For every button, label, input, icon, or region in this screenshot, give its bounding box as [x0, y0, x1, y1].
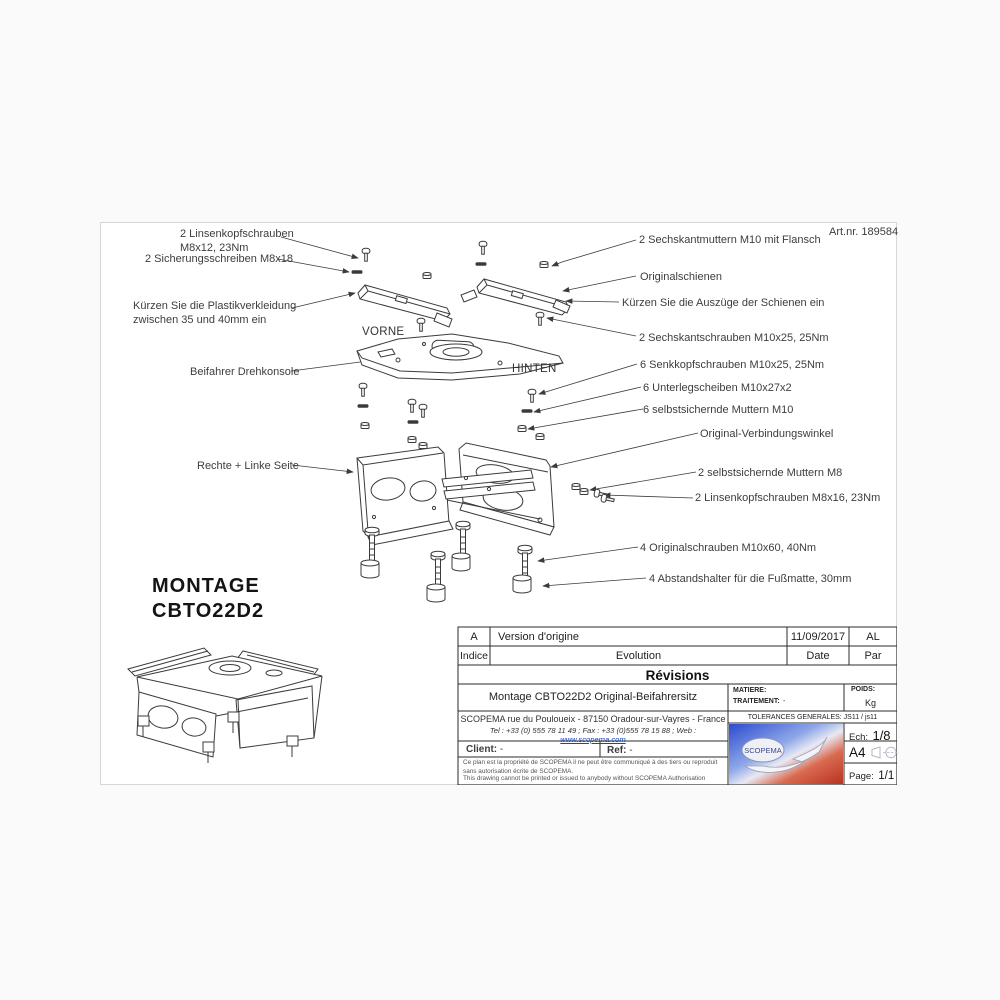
matiere-label: MATIERE: — [733, 687, 767, 694]
callout-sechskantschrauben-m10x25: 2 Sechskantschrauben M10x25, 25Nm — [639, 332, 829, 344]
document-title: Montage CBTO22D2 Original-Beifahrersitz — [488, 691, 698, 703]
callout-beifahrer-drehkonsole: Beifahrer Drehkonsole — [190, 366, 300, 378]
revision-header-date: Date — [806, 650, 830, 662]
rail-left — [357, 284, 453, 328]
client-label: Client: — [466, 744, 498, 755]
client-field: Client: - — [466, 744, 503, 755]
callout-linsenkopfschrauben-m8x12: 2 Linsenkopfschrauben M8x12, 23Nm — [180, 228, 294, 255]
callout-auszuege-kuerzen: Kürzen Sie die Auszüge der Schienen ein — [622, 297, 825, 309]
montage-title: MONTAGE CBTO22D2 — [152, 575, 265, 622]
company-contact: Tel : +33 (0) 555 78 11 49 ; Fax : +33 (… — [458, 726, 728, 744]
page-value: 1/1 — [878, 770, 895, 782]
page-field: Page: 1/1 — [849, 766, 894, 784]
poids-value: Kg — [864, 698, 876, 708]
callout-originalschrauben-m10x60: 4 Originalschrauben M10x60, 40Nm — [640, 542, 817, 554]
disclaimer-en: This drawing cannot be printed or issued… — [463, 775, 706, 782]
callout-originalschienen: Originalschienen — [640, 271, 722, 283]
label-hinten: HINTEN — [512, 363, 557, 375]
swivel-plate — [356, 333, 564, 381]
poids-label: POIDS: — [851, 686, 876, 693]
titleblock-grid — [457, 626, 897, 785]
revision-indice-value: A — [470, 631, 478, 643]
logo-text: SCOPEMA — [744, 746, 782, 755]
scopema-logo: SCOPEMA — [729, 724, 843, 784]
ref-value: - — [629, 745, 633, 756]
scale-label: Ech: — [849, 732, 869, 743]
scale-field: Ech: 1/8 — [849, 727, 891, 745]
traitement-label: TRAITEMENT: — [733, 698, 780, 705]
format-field: A4 — [849, 745, 900, 760]
callout-sechskantmuttern-m10: 2 Sechskantmuttern M10 mit Flansch — [639, 234, 821, 246]
ref-field: Ref: - — [607, 745, 633, 756]
callout-selbstsichernde-muttern-m8: 2 selbstsichernde Muttern M8 — [698, 467, 843, 479]
contact-text: Tel : +33 (0) 555 78 11 49 ; Fax : +33 (… — [489, 726, 697, 735]
bracket-left-plate — [356, 446, 454, 546]
format-value: A4 — [849, 745, 866, 760]
logo-ellipse — [741, 737, 785, 763]
revision-date-value: 11/09/2017 — [790, 631, 846, 643]
callout-sicherungsschreiben-m8x18: 2 Sicherungsschreiben M8x18 — [145, 253, 293, 265]
page-label: Page: — [849, 771, 874, 782]
logo-swoosh — [743, 736, 828, 773]
scale-value: 1/8 — [872, 728, 891, 743]
company-address: SCOPEMA rue du Pouloueix - 87150 Oradour… — [460, 714, 726, 724]
revision-par-value: AL — [866, 631, 880, 643]
client-value: - — [499, 744, 504, 755]
projection-symbol-icon — [871, 746, 899, 759]
callout-plastikverkleidung-kuerzen: Kürzen Sie die Plastikverkleidung zwisch… — [133, 300, 297, 327]
revision-header-par: Par — [864, 650, 882, 662]
assembled-view — [127, 647, 323, 763]
callout-senkkopfschrauben-m10x25: 6 Senkkopfschrauben M10x25, 25Nm — [640, 359, 825, 371]
callout-linsenkopfschrauben-m8x16: 2 Linsenkopfschrauben M8x16, 23Nm — [695, 492, 881, 504]
disclaimer-fr: Ce plan est la propriété de SCOPEMA il n… — [463, 759, 718, 775]
website-link[interactable]: www.scopema.com — [560, 735, 626, 744]
rail-right — [460, 278, 571, 316]
callout-unterlegscheiben-m10x27x2: 6 Unterlegscheiben M10x27x2 — [643, 382, 792, 394]
traitement-value: - — [783, 698, 786, 705]
callout-rechte-linke-seite: Rechte + Linke Seite — [197, 460, 299, 472]
revision-evolution-value: Version d'origine — [498, 631, 579, 643]
article-number: Art.nr. 189584 — [829, 226, 899, 238]
bracket-cross-bars — [441, 469, 541, 520]
callout-original-verbindungswinkel: Original-Verbindungswinkel — [700, 428, 834, 440]
callout-selbstsichernde-muttern-m10: 6 selbstsichernde Muttern M10 — [643, 404, 794, 416]
tolerances-note: TOLERANCES GENERALES: JS11 / js11 — [747, 714, 878, 721]
callout-abstandshalter-fussmatte: 4 Abstandshalter für die Fußmatte, 30mm — [649, 573, 852, 585]
ref-label: Ref: — [607, 745, 627, 756]
revisions-title: Révisions — [645, 668, 710, 683]
revision-header-evolution: Evolution — [615, 650, 662, 662]
revision-header-indice: Indice — [459, 650, 489, 662]
label-vorne: VORNE — [362, 326, 405, 338]
technical-drawing-canvas — [127, 236, 897, 785]
leader-lines — [277, 236, 699, 589]
